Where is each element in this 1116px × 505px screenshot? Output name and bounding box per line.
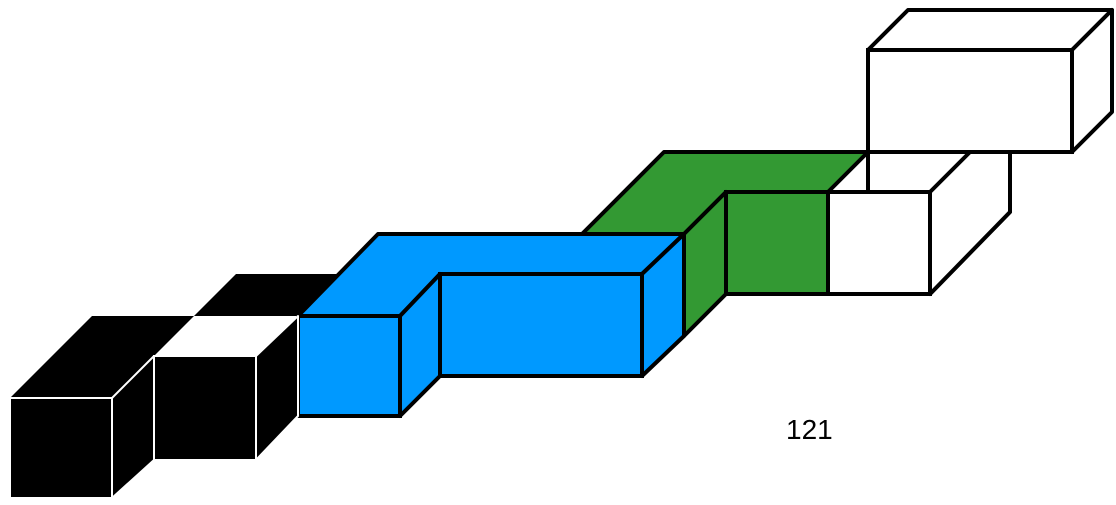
black-piece (9, 274, 338, 499)
white-piece-front (826, 8, 1114, 296)
blue-rear-front-face (438, 272, 644, 378)
black-front-top-face (10, 316, 194, 398)
black-back-side-face (255, 315, 299, 461)
green-piece (580, 150, 870, 338)
white-front-side-face (928, 150, 1012, 296)
black-back-top-face (194, 274, 338, 316)
blue-end-side-face (640, 232, 686, 378)
white-front-face (826, 190, 932, 296)
black-front-face (9, 397, 113, 499)
black-back-front-face (153, 355, 257, 461)
blue-piece (296, 232, 686, 418)
figure-label: 121 (786, 414, 833, 445)
blue-front-face (296, 314, 402, 418)
green-front-face (724, 190, 830, 296)
white-upper-front-face (866, 48, 1074, 154)
